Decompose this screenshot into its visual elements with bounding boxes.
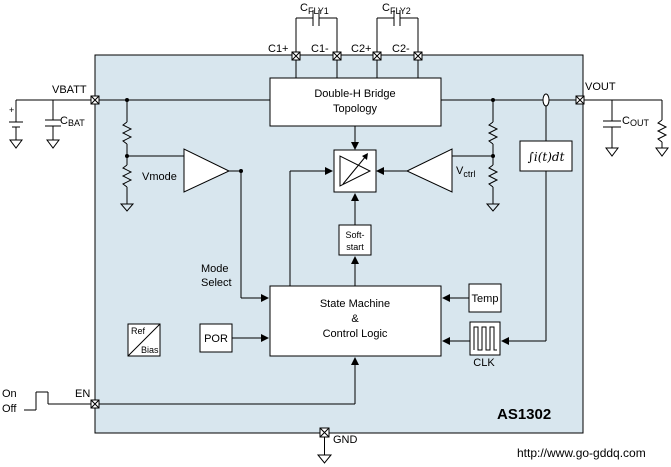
current-integrator-block [519,140,573,172]
svg-text:POR: POR [204,333,228,345]
soft-start-block [338,224,372,256]
svg-text:+: + [9,105,14,115]
svg-text:Temp: Temp [472,293,499,305]
svg-text:Soft-: Soft- [345,230,364,240]
cfly1-label: CFLY1 [300,2,329,16]
pin-vbatt: VBATT [52,84,100,105]
svg-text:Select: Select [201,277,232,289]
svg-text:Double-H Bridge: Double-H Bridge [314,88,395,100]
svg-text:Control Logic: Control Logic [323,328,388,340]
svg-text:C1-: C1- [311,43,329,55]
svg-text:On: On [2,388,17,400]
cfly2-capacitor: CFLY2 [376,2,419,52]
integrator-label: ∫i(t)dt [528,150,565,164]
svg-text:Topology: Topology [333,103,378,115]
vctrl-comparator [405,148,453,193]
cout-capacitor: COUT [603,100,649,157]
cbat-capacitor: CBAT [45,100,85,149]
pin-gnd: GND [316,427,358,464]
double-h-bridge-block [269,77,442,127]
cfly2-label: CFLY2 [382,2,411,16]
svg-text:C1+: C1+ [268,43,289,55]
source-url: http://www.go-gddq.com [517,446,646,460]
cfly1-capacitor: CFLY1 [295,2,338,52]
pin-c2p: C2+ [351,43,382,61]
vctrl-label: Vctrl [456,165,475,179]
svg-text:VOUT: VOUT [585,81,616,93]
on-off-switch: On Off [2,388,91,415]
svg-text:C2-: C2- [392,43,410,55]
svg-text:State Machine: State Machine [320,298,390,310]
svg-text:Bias: Bias [141,345,159,355]
pin-vout: VOUT [575,81,616,105]
svg-text:start: start [346,242,364,252]
cbat-label: CBAT [60,115,85,128]
clk-block: CLK [469,321,501,369]
svg-text:VBATT: VBATT [52,84,87,96]
ref-bias-block: Ref Bias [127,323,161,357]
battery-symbol: + [9,100,23,149]
current-sense-symbol [542,93,550,107]
svg-text:CLK: CLK [473,357,495,369]
mode-select-label: Mode [201,263,229,275]
temp-block [468,283,502,313]
pin-c2m: C2- [392,43,423,61]
pin-c1m: C1- [311,43,342,61]
svg-text:&: & [351,313,359,325]
chip-name: AS1302 [497,406,551,423]
svg-text:EN: EN [75,388,90,400]
load-resistor [655,100,669,157]
svg-text:Off: Off [2,403,17,415]
svg-text:GND: GND [333,434,358,446]
vctrl-divider [485,100,501,212]
cout-label: COUT [622,115,649,128]
vmode-comparator [183,148,231,193]
state-machine-block [269,285,442,357]
pin-c1p: C1+ [268,43,301,61]
vmode-label: Vmode [142,171,177,183]
svg-text:C2+: C2+ [351,43,372,55]
svg-text:Ref: Ref [131,326,146,336]
